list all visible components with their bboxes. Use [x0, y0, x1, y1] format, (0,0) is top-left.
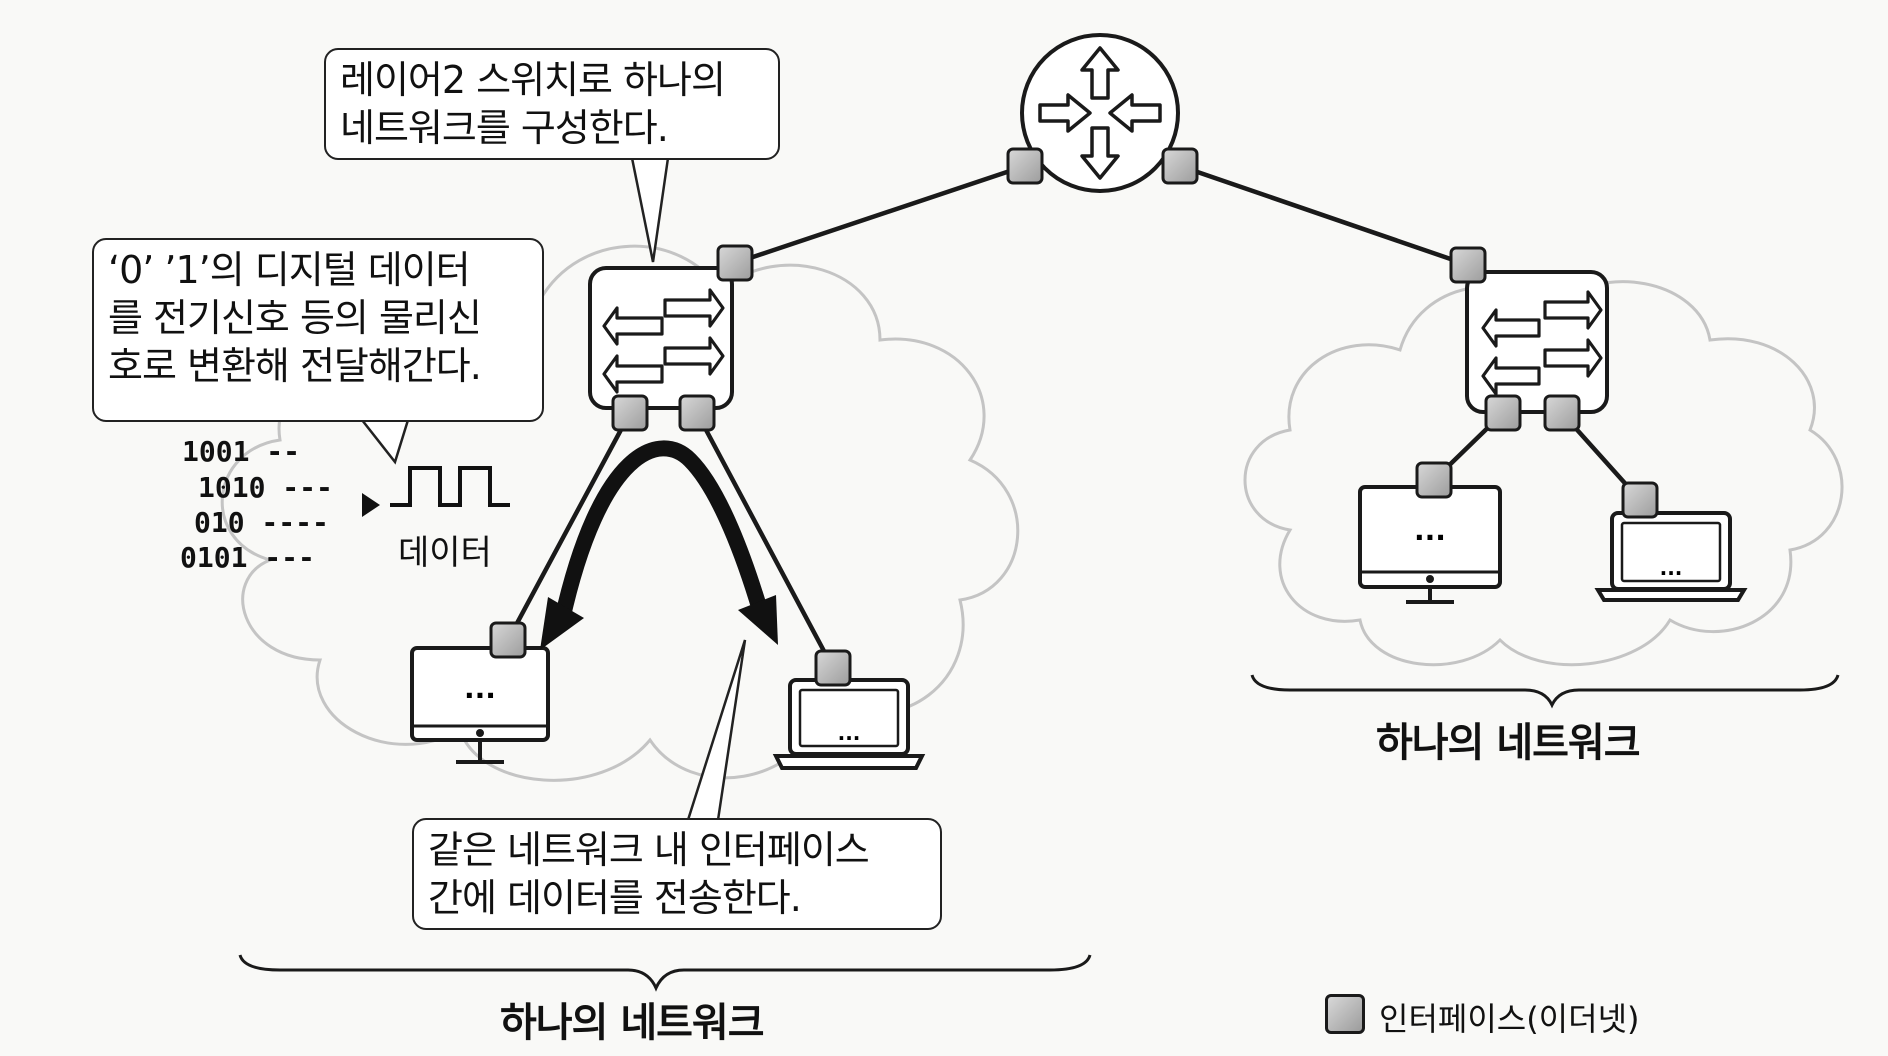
- left-desktop-screen-text: ...: [464, 672, 496, 705]
- callout-line: 같은 네트워크 내 인터페이스: [428, 828, 870, 872]
- switch-arrows-icon: [602, 288, 725, 394]
- right-switch-port-1: [1484, 394, 1522, 432]
- interfaces: [489, 147, 1659, 687]
- callout-pointers: [361, 157, 747, 821]
- link-left-switch-desktop: [505, 410, 633, 643]
- right-network-label: 하나의 네트워크: [1376, 720, 1641, 766]
- left-network-brace: [238, 954, 1092, 992]
- left-laptop-port: [814, 649, 852, 687]
- callout-line: 호로 변환해 전달해간다.: [108, 344, 482, 388]
- links: [505, 163, 1643, 671]
- left-desktop-port: [489, 621, 527, 659]
- callout-digital-note: ‘0’ ’1’의 디지털 데이터 를 전기신호 등의 물리신 호로 변환해 전달…: [92, 238, 544, 422]
- left-switch-port-uplink: [716, 244, 754, 282]
- left-laptop: [772, 678, 926, 770]
- right-switch: [1465, 270, 1609, 414]
- legend-label: 인터페이스(이더넷): [1379, 1000, 1640, 1038]
- left-switch: [588, 266, 734, 410]
- binary-line-4: 0101 ---: [180, 541, 315, 574]
- callout-transfer-note: 같은 네트워크 내 인터페이스 간에 데이터를 전송한다.: [412, 818, 942, 930]
- left-switch-port-2: [678, 394, 716, 432]
- callout-switch-note: 레이어2 스위치로 하나의 네트워크를 구성한다.: [324, 48, 780, 160]
- router-arrows-icon: [1038, 46, 1162, 180]
- callout-line: ‘0’ ’1’의 디지털 데이터: [108, 248, 471, 292]
- left-switch-port-1: [611, 394, 649, 432]
- signal-waveform: [362, 466, 510, 517]
- callout-line: 간에 데이터를 전송한다.: [428, 876, 802, 920]
- legend: 인터페이스(이더넷): [1325, 990, 1745, 1040]
- switch-arrows-icon: [1481, 290, 1603, 396]
- left-desktop: [410, 646, 550, 764]
- right-laptop: [1594, 511, 1748, 602]
- binary-line-3: 010 ----: [194, 506, 329, 539]
- legend-interface-swatch: [1325, 994, 1365, 1034]
- router-port-right: [1161, 147, 1199, 185]
- transfer-arrow: [540, 440, 778, 650]
- router-port-left: [1006, 147, 1044, 185]
- callout-line: 레이어2 스위치로 하나의: [340, 58, 726, 102]
- callout-line: 를 전기신호 등의 물리신: [108, 296, 482, 340]
- link-left-switch-laptop: [694, 410, 836, 671]
- right-desktop-port: [1415, 461, 1453, 499]
- binary-line-2: 1010 ---: [198, 471, 333, 504]
- right-network-cloud: [1243, 280, 1844, 667]
- right-switch-port-2: [1543, 394, 1581, 432]
- right-laptop-port: [1621, 481, 1659, 519]
- right-switch-port-uplink: [1449, 246, 1487, 284]
- left-laptop-screen-text: ...: [838, 721, 861, 745]
- link-router-right-switch: [1177, 163, 1471, 268]
- signal-label: 데이터: [398, 533, 492, 573]
- callout-line: 네트워크를 구성한다.: [340, 106, 669, 150]
- left-network-label: 하나의 네트워크: [500, 1000, 765, 1046]
- right-network-brace: [1250, 674, 1840, 709]
- right-desktop-screen-text: ...: [1414, 514, 1446, 547]
- right-laptop-screen-text: ...: [1660, 556, 1683, 580]
- binary-line-1: 1001 --: [182, 435, 301, 468]
- link-router-left-switch: [732, 163, 1028, 266]
- router: [1020, 33, 1180, 193]
